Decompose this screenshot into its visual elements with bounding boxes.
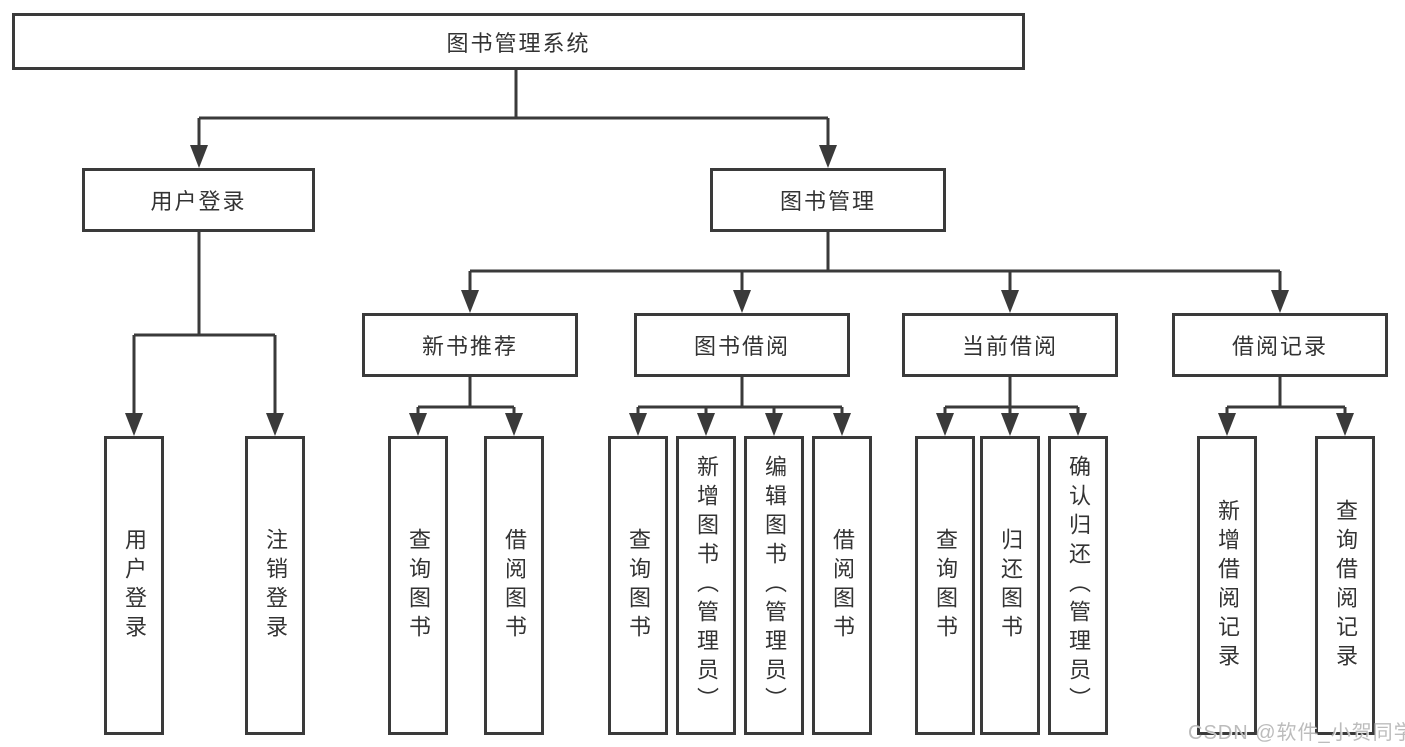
arrow-down-icon — [1069, 413, 1087, 436]
leaf-records-query-borrow-record: 查询借阅记录 — [1315, 436, 1375, 735]
node-label: 查询图书 — [933, 527, 958, 644]
arrow-down-icon — [765, 413, 783, 436]
leaf-borrowing-query-books: 查询图书 — [608, 436, 668, 735]
leaf-records-add-borrow-record: 新增借阅记录 — [1197, 436, 1257, 735]
leaf-newbooks-query-books: 查询图书 — [388, 436, 448, 735]
arrow-down-icon — [1001, 413, 1019, 436]
node-label: 用户登录 — [150, 189, 247, 214]
arrow-down-icon — [125, 413, 143, 436]
arrowheads — [125, 145, 1354, 436]
leaf-borrowing-add-books-admin: 新增图书（管理员） — [676, 436, 736, 735]
node-label: 图书管理 — [779, 189, 876, 214]
node-label: 图书借阅 — [693, 334, 790, 359]
node-label: 新书推荐 — [421, 334, 518, 359]
arrow-down-icon — [1001, 290, 1019, 313]
node-current-borrow: 当前借阅 — [902, 313, 1118, 377]
node-label: 查询图书 — [626, 527, 651, 644]
connector-bookmgmt-to-level3 — [468, 232, 1282, 295]
node-label: 查询图书 — [406, 527, 431, 644]
node-user-login-branch: 用户登录 — [82, 168, 315, 232]
leaf-newbooks-borrow-books: 借阅图书 — [484, 436, 544, 735]
connector-userlogin-to-leaves — [132, 232, 277, 418]
node-label: 借阅记录 — [1231, 334, 1328, 359]
node-new-book-recommend: 新书推荐 — [362, 313, 578, 377]
arrow-down-icon — [1218, 413, 1236, 436]
node-book-borrowing: 图书借阅 — [634, 313, 850, 377]
csdn-watermark: CSDN @软件_小贺同学 — [1188, 722, 1405, 744]
connector-newbooks-to-leaves — [416, 377, 516, 420]
node-label: 用户登录 — [122, 527, 147, 644]
arrow-down-icon — [833, 413, 851, 436]
arrow-down-icon — [190, 145, 208, 168]
connector-records-to-leaves — [1225, 377, 1347, 420]
leaf-current-query-books: 查询图书 — [915, 436, 975, 735]
node-borrow-records: 借阅记录 — [1172, 313, 1388, 377]
node-library-management-system: 图书管理系统 — [12, 13, 1025, 70]
leaf-current-return-books: 归还图书 — [980, 436, 1040, 735]
node-label: 借阅图书 — [830, 527, 855, 644]
node-label: 归还图书 — [998, 527, 1023, 644]
node-label: 当前借阅 — [961, 334, 1058, 359]
arrow-down-icon — [1336, 413, 1354, 436]
arrow-down-icon — [409, 413, 427, 436]
arrow-down-icon — [1271, 290, 1289, 313]
leaf-borrowing-edit-books-admin: 编辑图书（管理员） — [744, 436, 804, 735]
leaf-borrowing-borrow-books: 借阅图书 — [812, 436, 872, 735]
node-label: 编辑图书（管理员） — [762, 455, 787, 716]
node-label: 注销登录 — [263, 527, 288, 644]
arrow-down-icon — [505, 413, 523, 436]
connector-root-to-level2 — [197, 70, 830, 150]
node-book-management-branch: 图书管理 — [710, 168, 946, 232]
node-label: 新增借阅记录 — [1215, 498, 1240, 673]
node-label: 图书管理系统 — [446, 30, 591, 56]
arrow-down-icon — [733, 290, 751, 313]
leaf-user-login: 用户登录 — [104, 436, 164, 735]
node-label: 确认归还（管理员） — [1066, 455, 1091, 716]
arrow-down-icon — [697, 413, 715, 436]
arrow-down-icon — [819, 145, 837, 168]
arrow-down-icon — [936, 413, 954, 436]
leaf-current-confirm-return-admin: 确认归还（管理员） — [1048, 436, 1108, 735]
arrow-down-icon — [266, 413, 284, 436]
leaf-logout: 注销登录 — [245, 436, 305, 735]
node-label: 借阅图书 — [502, 527, 527, 644]
node-label: 新增图书（管理员） — [694, 455, 719, 716]
connector-borrowing-to-leaves — [636, 377, 844, 420]
node-label: 查询借阅记录 — [1333, 498, 1358, 673]
arrow-down-icon — [461, 290, 479, 313]
arrow-down-icon — [629, 413, 647, 436]
